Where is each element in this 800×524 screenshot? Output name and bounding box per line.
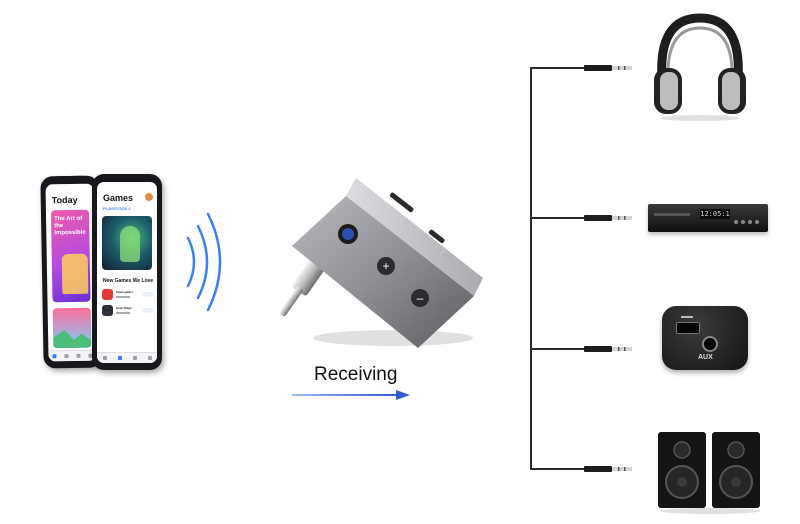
list-header: New Games We Love — [103, 278, 154, 284]
card-mountains — [53, 330, 91, 349]
app-icon — [102, 288, 113, 300]
tab-search-icon[interactable] — [147, 356, 152, 360]
app-icon — [102, 304, 113, 316]
volume-down-button[interactable]: – — [411, 289, 429, 307]
aux-label: AUX — [698, 354, 713, 361]
phone-left-screen: Today The Art of the Impossible — [45, 183, 97, 362]
card-illustration — [61, 253, 89, 295]
profile-avatar[interactable] — [145, 193, 153, 201]
game-character — [120, 226, 140, 262]
featured-label: PLAYSTOCK 2 — [103, 206, 131, 211]
volume-down-label: – — [417, 291, 424, 305]
phone-notch — [56, 175, 83, 183]
dvd-display: 12:05:1 — [700, 209, 730, 219]
list-item-subtitle — [116, 312, 130, 314]
dvd-player: 12:05:1 — [648, 204, 768, 232]
tab-today-icon[interactable] — [102, 356, 107, 360]
tab-today-icon[interactable] — [52, 354, 57, 359]
phone-right-screen: Games PLAYSTOCK 2 New Games We Love Spac… — [97, 182, 157, 363]
audio-cable-1 — [530, 65, 632, 71]
headphones-icon — [654, 13, 746, 121]
tab-apps-icon[interactable] — [132, 356, 137, 360]
get-button[interactable] — [143, 291, 153, 297]
usb-port — [676, 322, 700, 334]
second-card — [52, 307, 92, 349]
aux-port — [702, 336, 718, 352]
bluetooth-signal-icon — [186, 212, 222, 312]
card-headline: The Art of the Impossible — [54, 215, 86, 237]
game-feature-card[interactable] — [102, 216, 152, 270]
phone-right: Games PLAYSTOCK 2 New Games We Love Spac… — [92, 174, 162, 370]
audio-cable-3 — [530, 346, 632, 352]
car-aux-usb-panel: AUX — [662, 306, 748, 370]
get-button[interactable] — [143, 307, 153, 313]
cable-trunk — [530, 68, 532, 470]
dvd-tray — [654, 213, 690, 216]
phone-left-title: Today — [51, 194, 78, 206]
list-item[interactable]: Spaceglider — [102, 288, 153, 300]
tab-games-icon[interactable] — [64, 354, 69, 359]
dvd-button-row — [734, 220, 764, 226]
list-item[interactable]: Hear Ridge — [102, 304, 153, 316]
featured-card: The Art of the Impossible — [50, 209, 91, 303]
tab-bar — [48, 349, 97, 362]
phone-right-title: Games — [103, 193, 134, 203]
tab-apps-icon[interactable] — [76, 353, 81, 358]
audio-cable-2 — [530, 215, 632, 221]
speakers-icon — [658, 432, 760, 514]
list-item-title: Spaceglider — [116, 290, 134, 294]
direction-arrow — [292, 390, 410, 400]
audio-cable-4 — [530, 466, 632, 472]
phone-notch — [114, 174, 140, 180]
tab-games-icon[interactable] — [117, 356, 122, 360]
volume-up-label: + — [382, 259, 389, 273]
tab-bar — [97, 352, 157, 363]
receiving-caption: Receiving — [314, 364, 398, 385]
list-item-title: Hear Ridge — [116, 306, 132, 310]
list-item-subtitle — [116, 296, 130, 298]
usb-icon — [681, 316, 693, 318]
volume-up-button[interactable]: + — [377, 257, 395, 275]
bluetooth-receiver-adapter: + – — [279, 178, 483, 348]
